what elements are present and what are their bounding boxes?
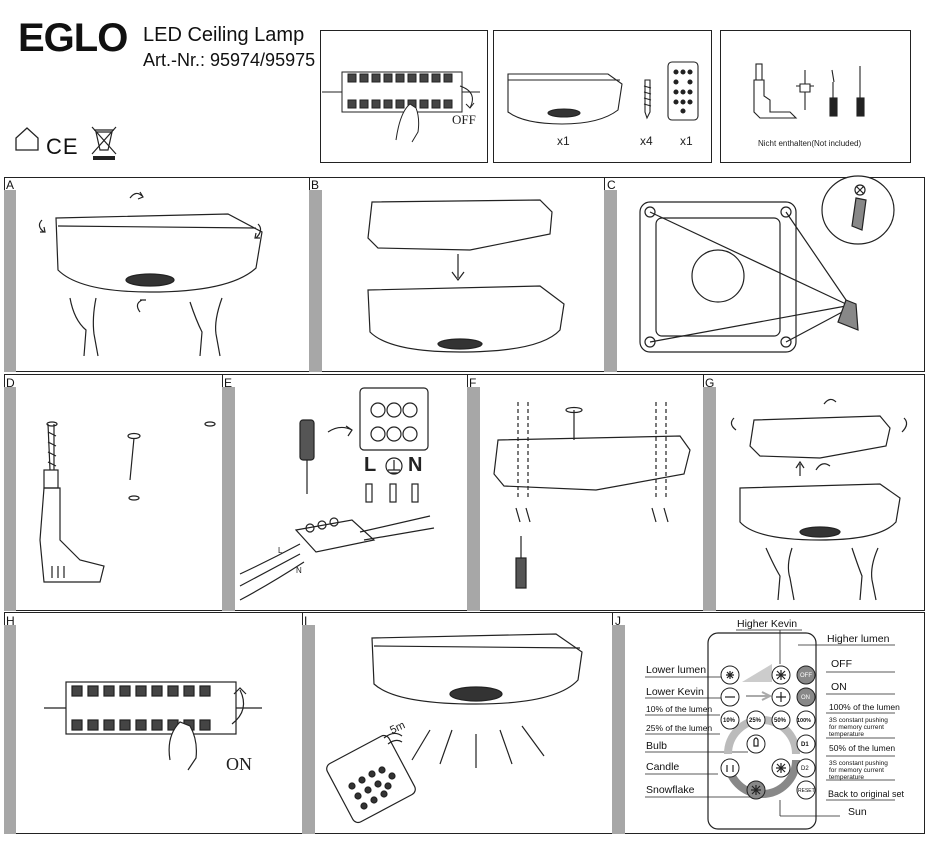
snowflake-label: Snowflake — [646, 784, 695, 796]
remote-reset-button: RESET — [798, 788, 815, 794]
step-i-panel — [302, 612, 616, 834]
article-number: Art.-Nr.: 95974/95975 — [143, 50, 316, 70]
step-label-g: G — [705, 376, 715, 390]
remote-25-button: 25% — [749, 718, 762, 724]
pct25-label: 25% of the lumen — [646, 723, 713, 733]
step-e-panel — [222, 374, 475, 611]
step-label-h: H — [6, 614, 15, 628]
remote-off-button: OFF — [800, 673, 812, 679]
step-g-panel — [703, 374, 925, 611]
off-label: OFF — [831, 658, 852, 670]
panel-switch-off — [320, 30, 488, 163]
step-a-panel — [4, 177, 313, 372]
higher-kevin-label: Higher Kevin — [737, 618, 798, 630]
step-c-panel — [604, 177, 925, 372]
step-d-panel — [4, 374, 226, 611]
terminal-label-n: N — [408, 454, 423, 476]
terminal-label-l: L — [364, 454, 377, 476]
remote-100-button: 100% — [797, 718, 812, 724]
remote-50-button: 50% — [774, 718, 787, 724]
product-title: LED Ceiling Lamp — [143, 24, 305, 46]
on-label: ON — [831, 681, 847, 693]
switch-off-label: OFF — [452, 112, 476, 127]
tools-not-included-note: Nicht enthalten(Not included) — [758, 139, 862, 148]
divider-bar — [703, 387, 716, 611]
step-b-panel — [309, 177, 608, 372]
back-to-original-label: Back to original set — [828, 789, 905, 799]
divider-bar — [309, 190, 322, 372]
divider-bar — [4, 625, 16, 834]
divider-bar — [4, 387, 16, 611]
step-label-e: E — [224, 376, 233, 390]
remote-quantity: x1 — [680, 134, 693, 148]
step-label-i: I — [304, 614, 308, 628]
divider-bar — [302, 625, 315, 834]
brand-logo: EGLO — [18, 16, 128, 60]
candle-label: Candle — [646, 761, 680, 773]
lower-lumen-label: Lower lumen — [646, 664, 707, 676]
remote-d1-button: D1 — [801, 742, 809, 748]
step-label-j: J — [615, 614, 621, 628]
wire-label-l: L — [278, 546, 283, 555]
switch-on-label: ON — [226, 754, 252, 774]
step-label-c: C — [607, 178, 616, 192]
divider-bar — [604, 190, 617, 372]
divider-bar — [222, 387, 235, 611]
step-f-panel — [467, 374, 707, 611]
pct100-label: 100% of the lumen — [829, 702, 900, 712]
screw-quantity: x4 — [640, 134, 653, 148]
pct50-label: 50% of the lumen — [829, 743, 896, 753]
step-label-d: D — [6, 376, 15, 390]
remote-on-button: ON — [801, 695, 810, 701]
pct10-label: 10% of the lumen — [646, 704, 713, 714]
step-label-b: B — [311, 178, 320, 192]
remote-d2-button: D2 — [801, 766, 809, 772]
bulb-label: Bulb — [646, 740, 668, 752]
wire-label-n: N — [296, 566, 302, 575]
step-h-panel — [4, 612, 306, 834]
lower-kevin-label: Lower Kevin — [646, 686, 704, 698]
memory-note-1: 3S constant pushing for memory current t… — [829, 717, 888, 738]
memory-note-2: 3S constant pushing for memory current t… — [829, 760, 888, 781]
divider-bar — [467, 387, 480, 611]
ce-mark: CE — [46, 134, 79, 159]
divider-bar — [4, 190, 16, 372]
step-label-a: A — [6, 178, 15, 192]
step-label-f: F — [469, 376, 477, 390]
higher-lumen-label: Higher lumen — [827, 633, 890, 645]
panel-tools — [720, 30, 911, 163]
divider-bar — [612, 625, 625, 834]
sun-label: Sun — [848, 806, 867, 818]
remote-10-button: 10% — [723, 718, 736, 724]
lamp-quantity: x1 — [557, 134, 570, 148]
